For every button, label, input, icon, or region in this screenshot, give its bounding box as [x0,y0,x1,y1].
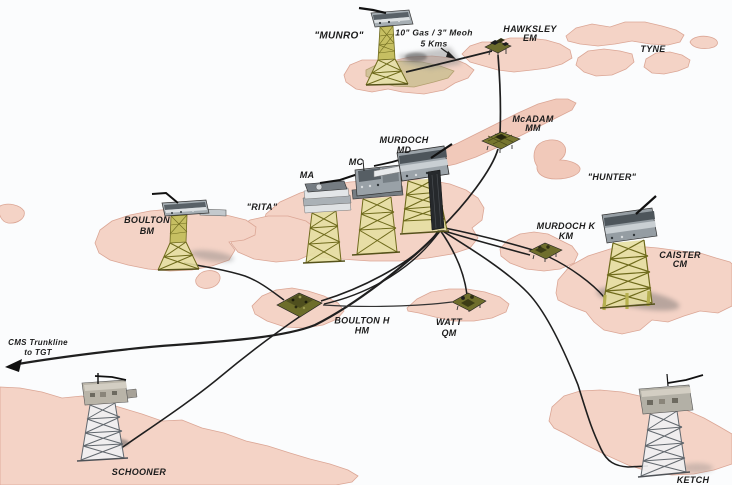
munro-crane-icon [358,6,387,15]
field-blob-left-edge [0,203,25,224]
murdoch-md-crane-icon [430,143,453,159]
cms-trunkline-arrowhead [5,359,22,372]
boulton-bm-platform [151,191,227,271]
pipeline-murdoch-ketch [440,229,649,468]
ma-crane-icon [319,173,359,184]
pipeline-hawksley-mcadam [497,54,502,134]
label-ketch: KETCH [676,475,710,485]
mcadam-mm-manifold [481,131,521,153]
murdoch-k-km-manifold [528,242,563,262]
field-blob-hunter [533,139,581,180]
field-blob-schooner [0,386,359,485]
murdoch-md-platform [373,143,453,235]
field-blob-ketch [548,389,732,476]
schooner-crane-icon [94,375,127,381]
field-blob-tyne-main [565,21,685,47]
annotation-arrow [440,47,456,59]
pipeline-boulton-h-schooner [119,314,303,450]
pipeline-murdoch-k-b [440,229,531,256]
caister-platform [599,195,658,311]
ketch-platform [637,373,704,478]
pipeline-murdoch-watt [439,229,468,296]
field-blob-tyne-left [575,48,635,77]
boulton-h-hm-manifold [276,292,323,318]
label-munro: "MUNRO" [314,30,364,42]
hawksley-em-manifold [484,38,512,57]
munro-smoke-core [405,52,427,62]
label-tyne: TYNE [640,44,666,54]
label-hunter: "HUNTER" [587,172,637,182]
ketch-crane-icon [667,374,704,384]
boulton-bm-shadow [190,250,234,262]
pipeline-murdoch-boulton-h-b [323,230,441,305]
watt-qm-manifold [451,292,487,312]
pipeline-cms-trunkline [17,231,440,366]
pipeline-boulton-bm-h [183,262,285,301]
label-ma: MA [299,170,315,180]
label-schooner: SCHOONER [111,467,167,477]
ma-platform [302,173,359,264]
pipeline-boulton-h-watt [322,301,453,308]
boulton-bm-crane-icon [151,191,179,204]
label-mc: MC [348,157,364,167]
schooner-platform [76,373,138,462]
ketch-base-shadow [681,463,713,473]
label-rita: "RITA" [246,202,278,212]
mc-platform [351,157,407,256]
pipelines [5,50,649,468]
pipeline-murdoch-k-a [439,226,534,251]
munro-flare-smoke [398,47,462,69]
field-blob-small-mid [195,270,221,289]
pipeline-munro-hawksley [405,50,493,73]
pipeline-k-caister [548,256,605,298]
caister-crane-icon [635,195,657,215]
field-blob-tyne-oval [689,35,718,49]
pipeline-mcadam-murdoch [440,148,499,229]
field-blob-tyne-right [643,51,691,75]
munro-platform [358,6,414,86]
